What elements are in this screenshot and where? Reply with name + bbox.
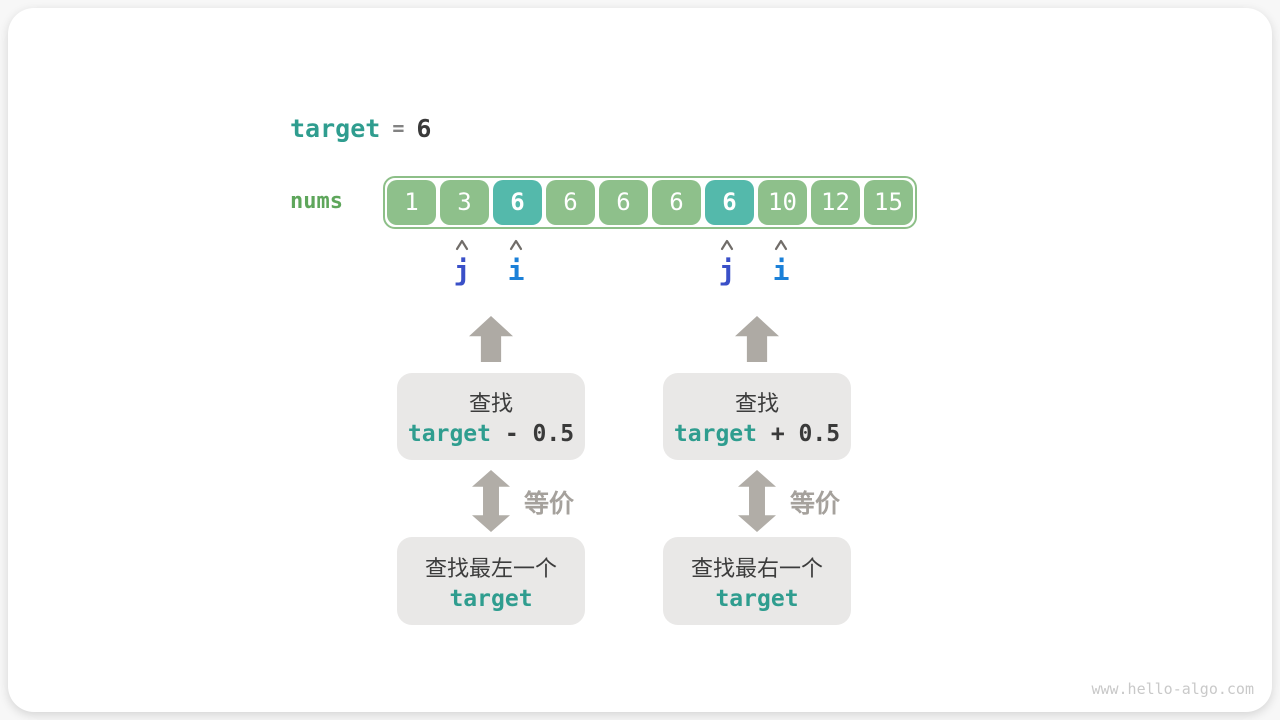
search-box-left-code: target - 0.5 <box>408 421 574 447</box>
pointer-j-left: j <box>448 238 476 294</box>
caret-up-icon <box>720 239 734 251</box>
caret-up-icon <box>509 239 523 251</box>
code-target-keyword: target <box>407 421 491 447</box>
up-arrow-icon <box>735 316 779 362</box>
pointer-label-i: i <box>772 254 790 287</box>
equivalence-label: 等价 <box>524 490 575 518</box>
search-box-right-text: 查找 <box>734 391 779 416</box>
result-box-left: 查找最左一个 target <box>397 537 585 625</box>
pointer-j-right: j <box>713 238 741 294</box>
search-box-right: 查找 target + 0.5 <box>663 373 851 460</box>
array-cell: 6 <box>493 180 542 225</box>
code-operation: + 0.5 <box>757 421 841 447</box>
array-cell: 1 <box>387 180 436 225</box>
code-target-keyword: target <box>673 421 757 447</box>
up-arrow-icon <box>469 316 513 362</box>
search-box-right-code: target + 0.5 <box>674 421 840 447</box>
result-box-left-code: target <box>449 585 533 612</box>
card-background <box>8 8 1272 712</box>
pointer-label-j: j <box>718 254 736 287</box>
pointer-i-left: i <box>502 238 530 294</box>
watermark: www.hello-algo.com <box>1091 680 1254 698</box>
equivalence-label: 等价 <box>790 490 841 518</box>
array-cell: 6 <box>546 180 595 225</box>
result-box-right: 查找最右一个 target <box>663 537 851 625</box>
code-operation: - 0.5 <box>491 421 575 447</box>
equivalence-arrow-icon <box>738 470 776 532</box>
array-cell: 3 <box>440 180 489 225</box>
target-value: 6 <box>416 113 432 143</box>
pointer-i-right: i <box>767 238 795 294</box>
result-box-right-code: target <box>715 585 799 612</box>
nums-label: nums <box>290 189 343 214</box>
nums-array: 1 3 6 6 6 6 6 10 12 15 <box>383 176 917 229</box>
array-cell: 15 <box>864 180 913 225</box>
target-keyword: target <box>290 113 381 143</box>
caret-up-icon <box>774 239 788 251</box>
array-cell: 6 <box>652 180 701 225</box>
array-cell: 12 <box>811 180 860 225</box>
caret-up-icon <box>455 239 469 251</box>
array-cell: 10 <box>758 180 807 225</box>
equivalence-arrow-icon <box>472 470 510 532</box>
search-box-left: 查找 target - 0.5 <box>397 373 585 460</box>
result-box-right-text: 查找最右一个 <box>690 555 823 581</box>
array-cell: 6 <box>599 180 648 225</box>
equals-sign: = <box>392 116 405 140</box>
search-box-left-text: 查找 <box>468 391 513 416</box>
array-cell: 6 <box>705 180 754 225</box>
pointer-label-i: i <box>507 254 525 287</box>
target-expression: target = 6 <box>290 112 431 144</box>
result-box-left-text: 查找最左一个 <box>424 555 557 581</box>
pointer-label-j: j <box>453 254 471 287</box>
